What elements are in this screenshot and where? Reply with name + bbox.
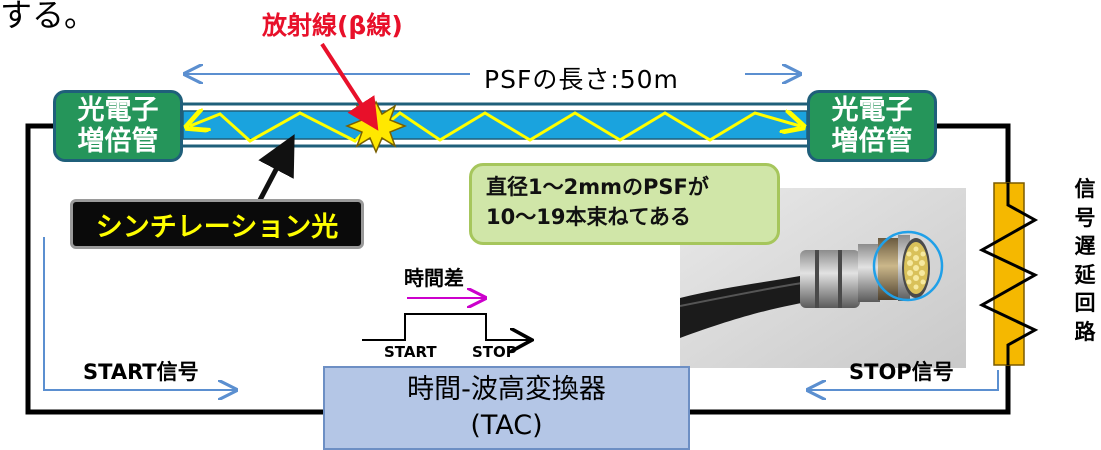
delay-coil: [978, 183, 1039, 365]
callout-line-2: 10～19本束ねてある: [486, 205, 691, 229]
pmt-left: 光電子 増倍管: [53, 90, 183, 162]
light-zigzag-right: [383, 113, 800, 142]
pmt-left-line-1: 光電子: [77, 95, 159, 126]
start-signal-label: START信号: [83, 360, 199, 384]
psf-length-label: PSFの長さ:50m: [476, 60, 687, 96]
pmt-left-line-2: 増倍管: [77, 126, 159, 157]
scintillation-pointer-arrow: [257, 134, 295, 202]
delay-circuit-label: 信号遅延回路: [1074, 177, 1096, 344]
delay-circuit-box: [993, 182, 1025, 366]
stop-signal-label: STOP信号: [849, 360, 954, 384]
tac-box: 時間-波高変換器 (TAC): [323, 366, 690, 450]
tac-line-1: 時間-波高変換器: [407, 374, 606, 405]
signal-wire-right: [937, 123, 1011, 183]
callout-line-1: 直径1～2mmのPSFが: [486, 175, 709, 199]
light-zigzag-left: [190, 113, 372, 143]
signal-wire-left: [25, 123, 323, 415]
top-text-fragment: する。: [0, 0, 97, 34]
pulse-start-label: START: [384, 343, 437, 361]
radiation-label: 放射線(β線): [262, 11, 403, 40]
fiber-bundle-callout: 直径1～2mmのPSFが 10～19本束ねてある: [469, 163, 780, 245]
scintillation-label: シンチレーション光: [95, 211, 339, 243]
stop-signal-arrow: [808, 370, 999, 390]
pulse-stop-label: STOP: [472, 343, 517, 361]
pulse-waveform: [362, 313, 530, 340]
scintillation-label-box: シンチレーション光: [70, 199, 364, 249]
signal-wire-right-lower: [690, 365, 1011, 415]
pmt-right: 光電子 増倍管: [807, 90, 937, 162]
radiation-arrow: [320, 42, 379, 131]
pmt-right-line-1: 光電子: [831, 95, 913, 126]
tac-line-2: (TAC): [470, 410, 543, 441]
pmt-right-line-2: 増倍管: [831, 126, 913, 157]
time-difference-label: 時間差: [404, 266, 464, 290]
start-signal-arrow: [43, 237, 236, 390]
